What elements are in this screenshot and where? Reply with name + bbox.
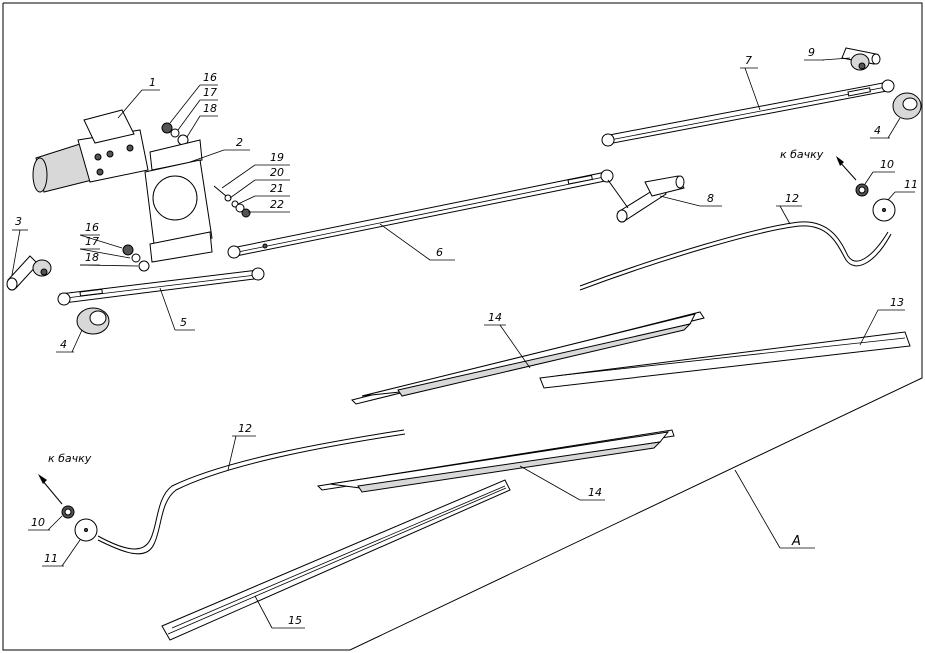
label-5: 5 bbox=[180, 316, 187, 329]
label-2: 2 bbox=[236, 136, 243, 149]
label-8: 8 bbox=[707, 192, 714, 205]
tank-arrow-upper bbox=[836, 156, 857, 181]
grommet-upper bbox=[892, 92, 922, 120]
tank-arrow-lower bbox=[38, 474, 63, 505]
crank-right bbox=[607, 175, 685, 223]
label-13: 13 bbox=[890, 296, 904, 309]
nozzle-upper bbox=[855, 183, 896, 222]
label-22: 22 bbox=[270, 198, 284, 211]
view-a-pointer: A bbox=[734, 469, 815, 549]
tank-label-lower: к бачку bbox=[48, 452, 92, 465]
label-4b: 4 bbox=[60, 338, 67, 351]
fasteners-bracket bbox=[213, 185, 251, 218]
wiper-blade-upper bbox=[351, 311, 705, 405]
label-1: 1 bbox=[149, 76, 156, 89]
link-rod-upper bbox=[601, 79, 895, 147]
label-6: 6 bbox=[436, 246, 443, 259]
label-9: 9 bbox=[808, 46, 815, 59]
label-18a: 18 bbox=[203, 102, 217, 115]
view-a-label: A bbox=[791, 534, 801, 549]
wiper-blade-lower bbox=[316, 429, 675, 493]
label-11b: 11 bbox=[44, 552, 58, 565]
fasteners-lower bbox=[122, 244, 150, 272]
hose-upper bbox=[579, 221, 892, 291]
link-rod-long bbox=[227, 169, 614, 259]
label-7: 7 bbox=[745, 54, 752, 67]
nozzle-lower bbox=[61, 505, 98, 542]
label-14b: 14 bbox=[588, 486, 602, 499]
label-12a: 12 bbox=[785, 192, 799, 205]
motor bbox=[32, 109, 149, 193]
label-4a: 4 bbox=[874, 124, 881, 137]
label-16b: 16 bbox=[85, 221, 99, 234]
label-21: 21 bbox=[270, 182, 284, 195]
label-10b: 10 bbox=[31, 516, 45, 529]
link-rod-short bbox=[57, 267, 265, 306]
bracket bbox=[144, 139, 213, 263]
label-10a: 10 bbox=[880, 158, 894, 171]
label-14a: 14 bbox=[488, 311, 502, 324]
label-18b: 18 bbox=[85, 251, 99, 264]
fasteners-upper bbox=[161, 122, 189, 146]
label-19: 19 bbox=[270, 151, 284, 164]
label-17b: 17 bbox=[85, 235, 99, 248]
label-11a: 11 bbox=[904, 178, 918, 191]
crank-left bbox=[6, 255, 52, 291]
blade-profile-lower bbox=[161, 479, 511, 641]
hose-lower bbox=[97, 429, 406, 555]
label-16a: 16 bbox=[203, 71, 217, 84]
blade-profile-upper bbox=[539, 331, 911, 389]
label-12b: 12 bbox=[238, 422, 252, 435]
crank-upper bbox=[841, 47, 881, 71]
tank-label-upper: к бачку bbox=[780, 148, 824, 161]
label-20: 20 bbox=[270, 166, 284, 179]
label-3: 3 bbox=[15, 215, 22, 228]
label-15: 15 bbox=[288, 614, 302, 627]
label-17a: 17 bbox=[203, 86, 217, 99]
grommet-lower bbox=[76, 307, 110, 335]
